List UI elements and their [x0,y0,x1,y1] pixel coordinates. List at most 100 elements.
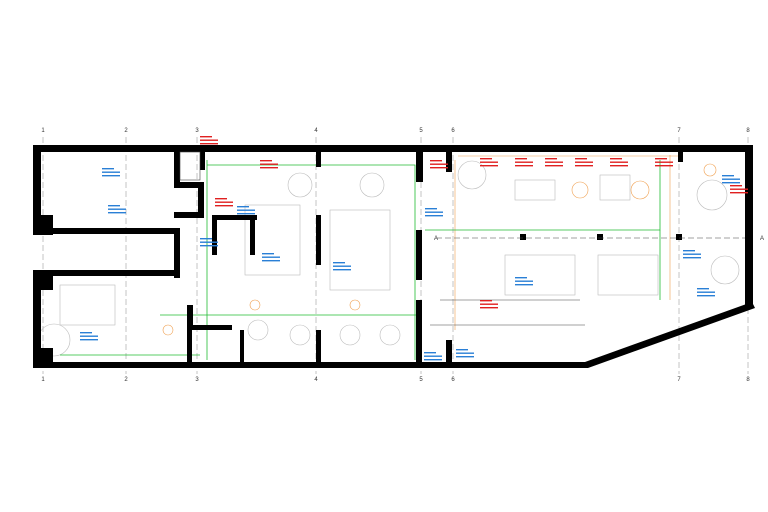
inner-partitions [179,151,745,326]
services-lines [60,160,661,360]
annotation-mark [655,165,673,167]
grid-lines [42,137,749,374]
annotation-mark [200,238,212,240]
grid-label-6: 6 [451,377,455,383]
grid-label-7: 7 [677,377,681,383]
grid-label-8: 8 [746,377,750,383]
annotation-mark [610,165,628,167]
grid-label-5: 5 [419,377,423,383]
annotation-mark [200,245,218,247]
grid-label-4: 4 [314,377,318,383]
grid-label-4: 4 [314,128,318,134]
annotation-mark [480,300,492,302]
grid-label-1: 1 [41,377,45,383]
annotation-mark [424,352,436,354]
annotation-mark [697,295,715,297]
annotation-mark [697,291,715,293]
annotation-mark [480,165,498,167]
annotation-mark [683,250,695,252]
annotation-mark [430,167,448,169]
grid-label-3: 3 [195,128,199,134]
grid-label-1: 1 [41,128,45,134]
grid-label-2: 2 [124,128,128,134]
annotation-mark [237,209,255,211]
annotation-mark [730,188,748,190]
walls [33,145,755,368]
room-annotations [80,136,748,361]
annotation-mark [108,205,120,207]
annotation-mark [730,192,748,194]
grid-label-row: A [760,236,764,242]
annotation-mark [730,185,742,187]
annotation-mark [722,182,740,184]
annotation-mark [575,161,593,163]
annotation-mark [80,339,98,341]
annotation-mark [722,178,740,180]
annotation-mark [697,288,709,290]
annotation-mark [430,160,442,162]
annotation-mark [200,143,218,145]
annotation-mark [515,280,533,282]
grid-label-6: 6 [451,128,455,134]
annotation-mark [200,139,218,141]
annotation-mark [456,356,474,358]
annotation-mark [515,284,533,286]
annotation-mark [215,198,227,200]
annotation-mark [480,161,498,163]
annotation-mark [515,277,527,279]
annotation-mark [683,253,701,255]
annotation-mark [610,158,622,160]
annotation-mark [260,163,278,165]
annotation-mark [722,175,734,177]
grid-label-row: A [434,236,438,242]
orange-fixtures [162,155,717,336]
annotation-mark [237,213,255,215]
annotation-mark [480,158,492,160]
grid-label-2: 2 [124,377,128,383]
annotation-mark [237,206,249,208]
annotation-mark [480,307,498,309]
annotation-mark [425,211,443,213]
annotation-mark [215,205,233,207]
annotation-mark [200,241,218,243]
annotation-mark [515,158,527,160]
annotation-mark [545,165,563,167]
annotation-mark [333,262,345,264]
annotation-mark [575,165,593,167]
annotation-mark [424,355,442,357]
annotation-mark [108,212,126,214]
grid-label-7: 7 [677,128,681,134]
grid-label-3: 3 [195,377,199,383]
grid-label-5: 5 [419,128,423,134]
annotation-mark [108,208,126,210]
annotation-mark [333,269,351,271]
annotation-mark [80,332,92,334]
furniture-layer [37,160,740,357]
annotation-mark [333,265,351,267]
annotation-mark [655,161,673,163]
annotation-mark [575,158,587,160]
annotation-mark [424,359,442,361]
annotation-mark [610,161,628,163]
annotation-mark [456,352,474,354]
annotation-mark [215,201,233,203]
annotation-mark [515,161,533,163]
annotation-mark [683,257,701,259]
annotation-mark [102,171,120,173]
annotation-mark [260,167,278,169]
annotation-mark [425,208,437,210]
annotation-mark [456,349,468,351]
annotation-mark [102,175,120,177]
annotation-mark [102,168,114,170]
grid-label-8: 8 [746,128,750,134]
annotation-mark [545,161,563,163]
annotation-mark [545,158,557,160]
annotation-mark [430,163,448,165]
annotation-mark [80,335,98,337]
annotation-mark [262,256,280,258]
annotation-mark [260,160,272,162]
annotation-mark [200,136,212,138]
annotation-mark [262,260,280,262]
